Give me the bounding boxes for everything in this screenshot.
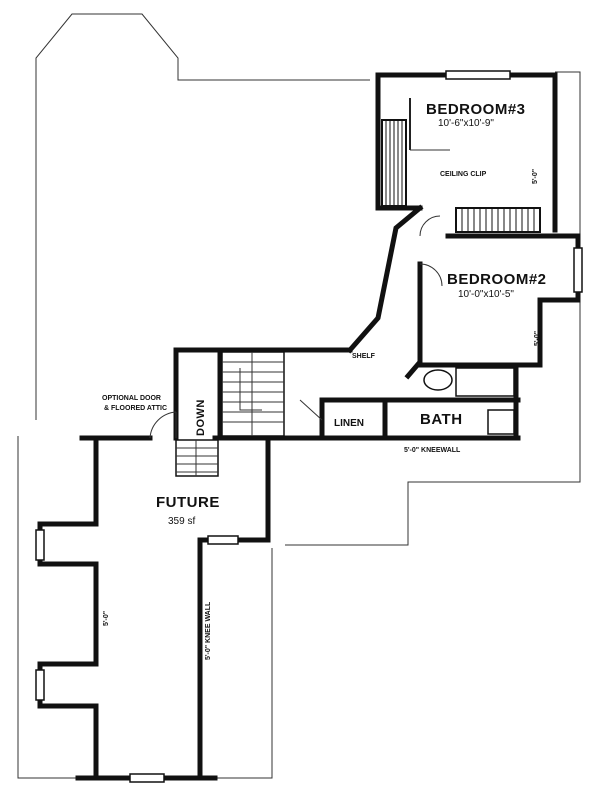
future-name: FUTURE xyxy=(156,494,220,511)
stairs xyxy=(175,351,285,477)
bath-fixtures xyxy=(299,367,515,435)
optional-door-label-1: OPTIONAL DOOR xyxy=(102,395,161,402)
walls xyxy=(37,72,581,781)
kneewall-vertical-label: 5'-0" KNEE WALL xyxy=(205,601,212,660)
windows xyxy=(35,70,583,783)
bedroom2-dim-label: 5'-0" xyxy=(534,331,541,346)
optional-door-label-2: & FLOORED ATTIC xyxy=(104,405,167,412)
closets xyxy=(381,98,541,233)
bedroom3-name: BEDROOM#3 xyxy=(426,101,526,118)
bedroom2-size: 10'-0"x10'-5" xyxy=(458,289,514,300)
future-area: 359 sf xyxy=(168,516,195,527)
bedroom2-name: BEDROOM#2 xyxy=(447,271,547,288)
bedroom3-size: 10'-6"x10'-9" xyxy=(438,118,494,129)
down-label: DOWN xyxy=(195,399,207,436)
bedroom3-dim-label: 5'-0" xyxy=(532,169,539,184)
kneewall-label: 5'-0" KNEEWALL xyxy=(404,447,461,454)
ceiling-clip-label: CEILING CLIP xyxy=(440,171,487,178)
shelf-label: SHELF xyxy=(352,353,376,360)
bath-name: BATH xyxy=(420,411,463,428)
doors xyxy=(149,215,443,439)
roof-outline xyxy=(17,13,581,779)
future-dim-label: 5'-0" xyxy=(103,611,110,626)
linen-name: LINEN xyxy=(334,418,364,429)
